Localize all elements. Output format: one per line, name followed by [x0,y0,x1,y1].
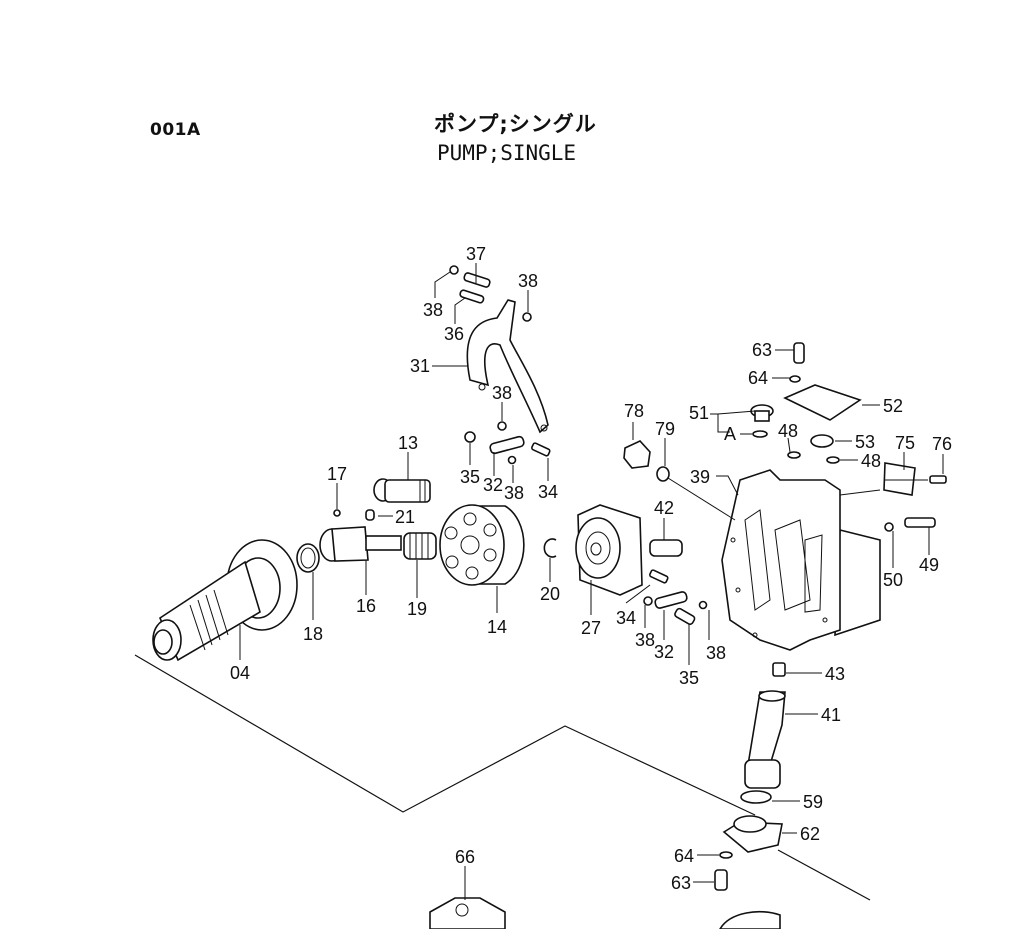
callout-52: 52 [883,396,903,416]
callout-32: 32 [483,475,503,495]
callout-17: 17 [327,464,347,484]
callout-27: 27 [581,618,601,638]
callout-41: 41 [821,705,841,725]
cylinder-block-part [439,504,525,586]
spool-part [319,509,402,562]
callout-59: 59 [803,792,823,812]
cover-parts [750,342,862,464]
page-code: 001A [150,120,201,140]
callout-64: 64 [748,368,768,388]
callout-19: 19 [407,599,427,619]
callout-a: A [724,424,736,444]
callout-79: 79 [655,419,675,439]
snap-ring-part [296,543,320,573]
callout-63: 63 [752,340,772,360]
callout-35: 35 [679,668,699,688]
callout-04: 04 [230,663,250,683]
valve-plate-part [575,504,643,596]
callout-20: 20 [540,584,560,604]
pump-casing-part [721,469,881,651]
callout-78: 78 [624,401,644,421]
lower-port-parts [714,662,786,891]
pins-part [449,265,532,431]
callout-32: 32 [654,642,674,662]
callout-66: 66 [455,847,475,867]
callout-48: 48 [861,451,881,471]
callout-34: 34 [616,608,636,628]
bolt-49-part [884,517,936,532]
plate-part [883,462,947,496]
callout-21: 21 [395,507,415,527]
bottom-valve-part [429,897,781,929]
link-part [464,431,551,465]
callout-38: 38 [706,643,726,663]
callout-53: 53 [855,432,875,452]
callout-38: 38 [423,300,443,320]
callout-38: 38 [492,383,512,403]
spring-part [403,532,437,560]
link-part-lower [643,569,708,626]
callout-35: 35 [460,467,480,487]
callout-34: 34 [538,482,558,502]
callout-37: 37 [466,244,486,264]
callout-42: 42 [654,498,674,518]
callout-64: 64 [674,846,694,866]
piston-part [373,478,431,503]
callout-18: 18 [303,624,323,644]
callout-43: 43 [825,664,845,684]
callout-31: 31 [410,356,430,376]
plug-78-part [623,440,670,482]
callout-labels: 37 38 38 36 31 38 13 17 21 35 32 38 34 1… [230,244,952,893]
callout-51: 51 [689,403,709,423]
plug-part [649,539,683,557]
title-japanese: ポンプ;シングル [434,112,597,136]
callout-38: 38 [504,483,524,503]
clip-part [543,538,557,558]
callout-63: 63 [671,873,691,893]
callout-14: 14 [487,617,507,637]
callout-16: 16 [356,596,376,616]
assembly-outline [134,654,871,901]
callout-38: 38 [518,271,538,291]
callout-49: 49 [919,555,939,575]
callout-36: 36 [444,324,464,344]
leader-lines [239,263,944,900]
callout-62: 62 [800,824,820,844]
lever-arm-part [466,299,549,434]
callout-48: 48 [778,421,798,441]
callout-75: 75 [895,433,915,453]
callout-13: 13 [398,433,418,453]
callout-39: 39 [690,467,710,487]
callout-38: 38 [635,630,655,650]
drive-shaft-part [152,539,298,662]
callout-50: 50 [883,570,903,590]
title-english: PUMP;SINGLE [437,141,577,165]
callout-76: 76 [932,434,952,454]
